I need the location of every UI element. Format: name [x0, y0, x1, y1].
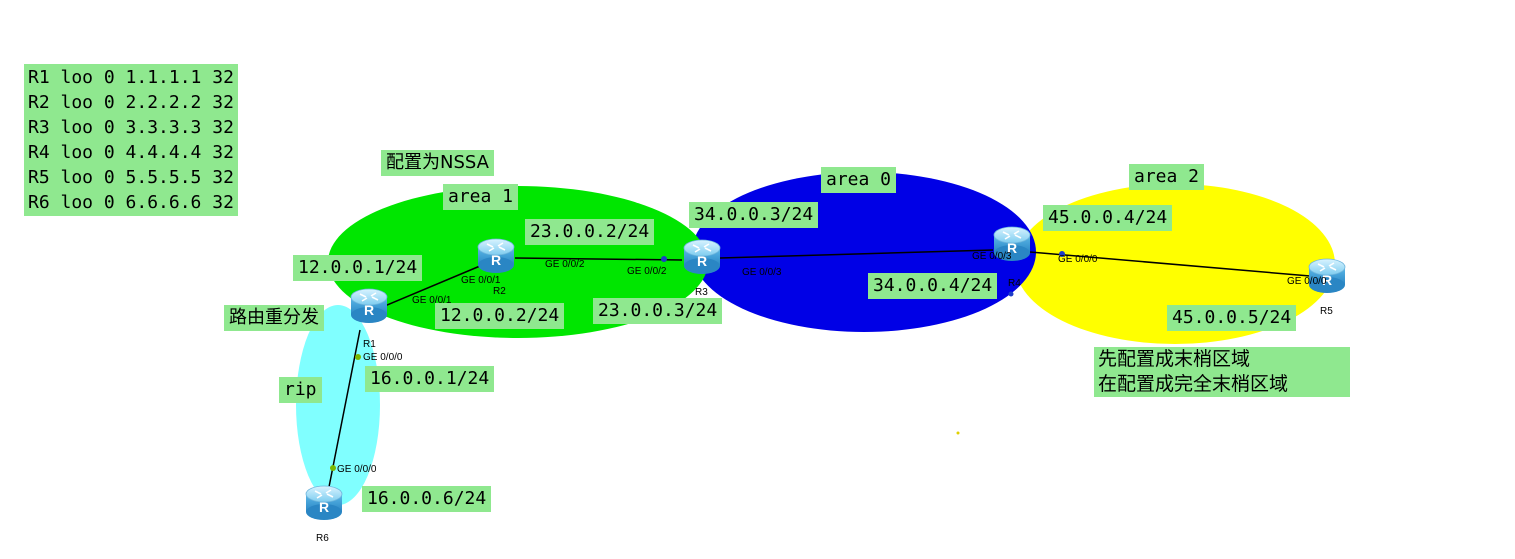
link-r1-r2 [379, 265, 481, 309]
router-name-r1: R1 [363, 339, 376, 350]
router-name-r4: R4 [1008, 278, 1021, 289]
router-name-r2: R2 [493, 286, 506, 297]
ip-r4-r3: 34.0.0.4/24 [868, 273, 998, 299]
area0-label: area 0 [821, 167, 897, 193]
port-r2-ge002: GE 0/0/2 [545, 259, 585, 270]
link-r3-r4 [719, 249, 994, 259]
router-r3[interactable] [683, 239, 721, 275]
port-dot-r1-ge000 [355, 354, 361, 360]
ip-r4-r5: 45.0.0.4/24 [1043, 205, 1173, 231]
router-icon [683, 239, 721, 275]
link-r1-r6 [327, 329, 361, 493]
ip-r3-r2: 23.0.0.3/24 [593, 298, 723, 324]
port-r4-ge003: GE 0/0/3 [972, 251, 1012, 262]
loopback-r1: R1 loo 0 1.1.1.1 32 [28, 67, 234, 88]
loopback-r5: R5 loo 0 5.5.5.5 32 [28, 167, 234, 188]
port-r5-ge000: GE 0/0/0 [1287, 276, 1327, 287]
port-r3-ge003: GE 0/0/3 [742, 267, 782, 278]
area2-label: area 2 [1129, 164, 1205, 190]
stub-note: 先配置成末梢区域 在配置成完全末梢区域 [1094, 347, 1350, 397]
ip-r2-r1: 12.0.0.2/24 [435, 303, 565, 329]
ip-r1-r2: 12.0.0.1/24 [293, 255, 423, 281]
port-r6-ge000: GE 0/0/0 [337, 464, 377, 475]
rip-label: rip [279, 377, 322, 403]
port-r2-ge001: GE 0/0/1 [461, 275, 501, 286]
port-dot-r3-ge002 [661, 256, 667, 262]
router-name-r3: R3 [695, 287, 708, 298]
router-name-r6: R6 [316, 533, 329, 544]
stub-note-line1: 先配置成末梢区域 [1098, 348, 1251, 370]
ip-r1-r6: 16.0.0.1/24 [365, 366, 495, 392]
router-r1[interactable] [350, 288, 388, 324]
area1-label: area 1 [443, 184, 519, 210]
loopback-r3: R3 loo 0 3.3.3.3 32 [28, 117, 234, 138]
stray-dot [956, 431, 960, 435]
ip-r3-r4: 34.0.0.3/24 [689, 202, 819, 228]
ip-r6-r1: 16.0.0.6/24 [362, 486, 492, 512]
port-r1-ge001: GE 0/0/1 [412, 295, 452, 306]
port-r4-ge000: GE 0/0/0 [1058, 254, 1098, 265]
router-icon [477, 238, 515, 274]
router-name-r5: R5 [1320, 306, 1333, 317]
router-r6[interactable] [305, 485, 343, 521]
nssa-note: 配置为NSSA [381, 150, 494, 176]
router-icon [350, 288, 388, 324]
loopback-r4: R4 loo 0 4.4.4.4 32 [28, 142, 234, 163]
router-r2[interactable] [477, 238, 515, 274]
loopback-list: R1 loo 0 1.1.1.1 32 R2 loo 0 2.2.2.2 32 … [24, 64, 238, 216]
port-r1-ge000: GE 0/0/0 [363, 352, 403, 363]
link-r2-r3 [514, 257, 683, 261]
ip-r5-r4: 45.0.0.5/24 [1167, 305, 1297, 331]
loopback-r6: R6 loo 0 6.6.6.6 32 [28, 192, 234, 213]
port-dot-r6-ge000 [330, 465, 336, 471]
port-dot-r4-ge003 [1008, 291, 1014, 297]
link-r4-r5 [1029, 251, 1311, 277]
port-dot-r4-ge000 [1059, 251, 1065, 257]
rip-region [296, 305, 380, 505]
router-icon [305, 485, 343, 521]
ip-r2-r3: 23.0.0.2/24 [525, 219, 655, 245]
port-r3-ge002: GE 0/0/2 [627, 266, 667, 277]
redistribute-note: 路由重分发 [224, 305, 324, 331]
stub-note-line2: 在配置成完全末梢区域 [1098, 373, 1289, 395]
loopback-r2: R2 loo 0 2.2.2.2 32 [28, 92, 234, 113]
